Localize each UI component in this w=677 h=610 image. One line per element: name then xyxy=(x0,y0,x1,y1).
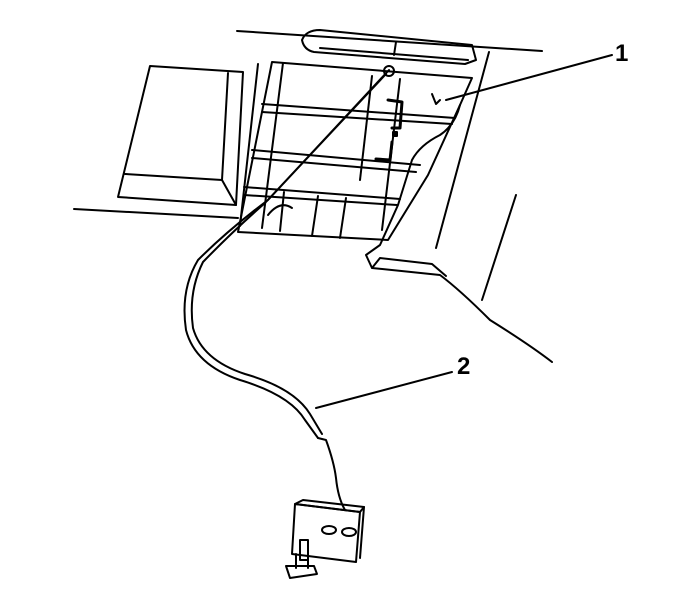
leader-line-2 xyxy=(315,371,453,409)
callout-2-label: 2 xyxy=(457,353,471,380)
mounting-bracket xyxy=(237,61,473,241)
headliner-edge-lines xyxy=(73,30,543,219)
mounting-bar xyxy=(301,29,477,65)
callout-leader-lines xyxy=(315,54,613,409)
retaining-clips xyxy=(374,93,441,162)
leader-line-1 xyxy=(445,54,613,101)
callout-1-label: 1 xyxy=(615,40,629,67)
electrical-connector xyxy=(285,499,365,579)
lamp-housing xyxy=(117,65,244,206)
cable-attachment-point xyxy=(383,65,395,77)
trim-panel xyxy=(365,51,553,363)
lamp-wire-harness xyxy=(183,65,395,511)
